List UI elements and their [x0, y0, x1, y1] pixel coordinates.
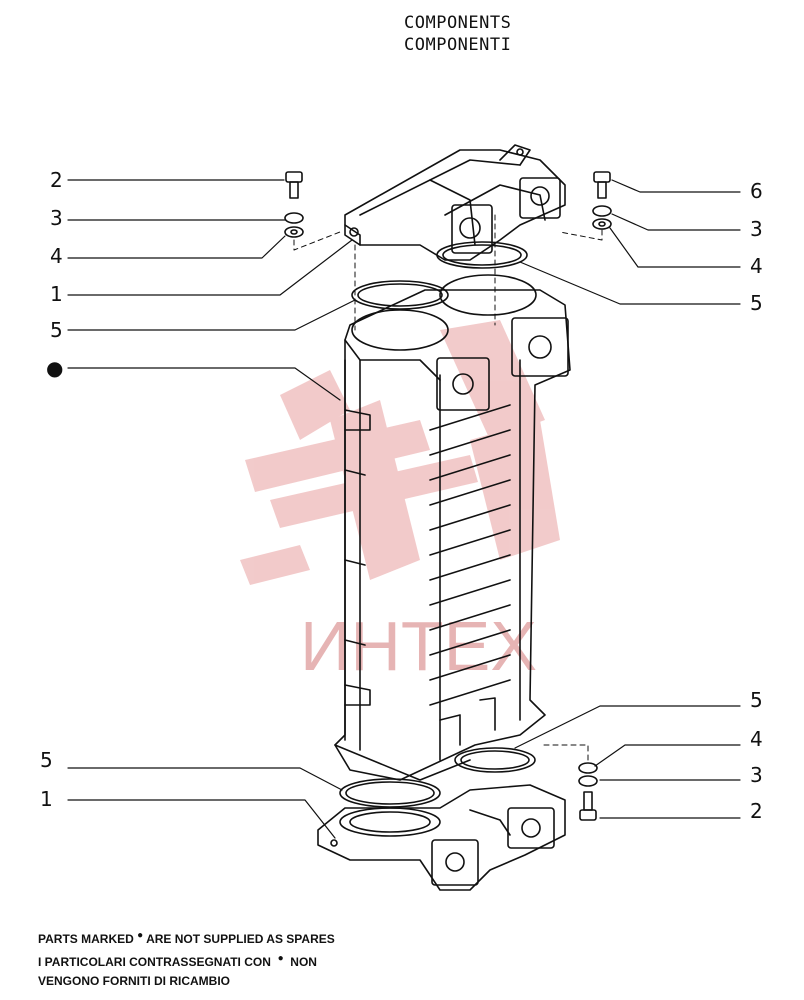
callout-right-2: 3 [750, 217, 763, 241]
note-line2-before: I PARTICOLARI CONTRASSEGNATI CON [38, 955, 271, 969]
callout-right-4: 5 [750, 291, 763, 315]
flat-washer-bottom-right [578, 762, 598, 774]
bottom-cover [317, 784, 566, 891]
note-line-english: PARTS MARKED ● ARE NOT SUPPLIED AS SPARE… [38, 926, 458, 949]
watermark-logo [240, 320, 560, 585]
callout-left-3: 4 [50, 244, 63, 268]
top-cover [344, 144, 566, 261]
note-line1-after: ARE NOT SUPPLIED AS SPARES [146, 932, 335, 946]
callout-right-6: 4 [750, 727, 763, 751]
spring-washer-top-right [592, 205, 612, 217]
callout-left-2: 3 [50, 206, 63, 230]
bullet-marker-icon: ● [137, 930, 144, 941]
callout-right-1: 6 [750, 179, 763, 203]
note-line-italian-1: I PARTICOLARI CONTRASSEGNATI CON ● NON [38, 949, 458, 972]
callout-right-7: 3 [750, 763, 763, 787]
title-english: COMPONENTS [404, 13, 512, 33]
flat-washer-top-right [592, 218, 612, 230]
bolt-bottom-right [579, 791, 597, 821]
callout-left-5: 5 [50, 318, 63, 342]
bolt-top-right [593, 171, 611, 199]
flat-washer-top-left [284, 226, 304, 238]
bolt-top-left [285, 171, 303, 199]
callout-left-8: 1 [40, 787, 53, 811]
callout-left-6: ● [46, 356, 63, 380]
watermark-text: ИНТЕХ [300, 607, 537, 685]
page-title: COMPONENTS COMPONENTI [404, 12, 624, 56]
callout-left-7: 5 [40, 748, 53, 772]
upper-o-rings [351, 241, 528, 310]
radiator-body [334, 274, 571, 781]
callout-right-3: 4 [750, 254, 763, 278]
assembly-lines [293, 214, 603, 761]
callout-left-4: 1 [50, 282, 63, 306]
leader-lines-left [67, 179, 356, 839]
title-italian: COMPONENTI [404, 35, 512, 55]
spares-note: PARTS MARKED ● ARE NOT SUPPLIED AS SPARE… [38, 926, 458, 991]
callout-right-5: 5 [750, 688, 763, 712]
note-line1-before: PARTS MARKED [38, 932, 134, 946]
callout-left-1: 2 [50, 168, 63, 192]
note-line2-after: NON [290, 955, 317, 969]
note-line-italian-2: VENGONO FORNITI DI RICAMBIO [38, 974, 230, 988]
callout-right-8: 2 [750, 799, 763, 823]
spring-washer-bottom-right [578, 775, 598, 787]
bullet-marker-icon: ● [277, 953, 284, 964]
lower-o-rings [339, 747, 536, 808]
leader-lines-right [514, 179, 741, 819]
spring-washer-top-left [284, 212, 304, 224]
